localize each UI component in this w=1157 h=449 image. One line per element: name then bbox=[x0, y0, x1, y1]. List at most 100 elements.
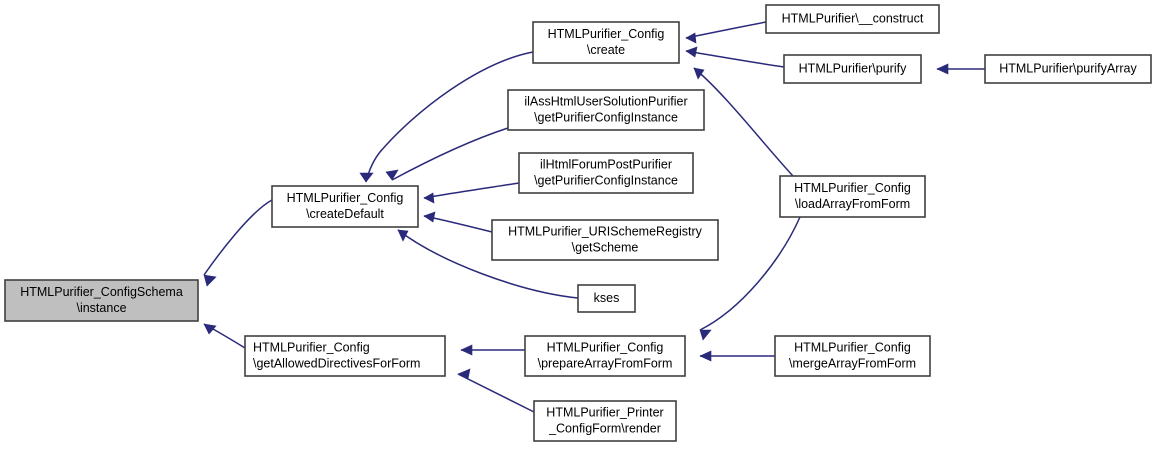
node-rect[interactable] bbox=[4, 279, 199, 322]
edge-urischemeregistry-getscheme-to-config-createdefault bbox=[423, 211, 493, 233]
edge-config-mergearrayfromform-to-config-preparearrayfromform bbox=[699, 350, 775, 362]
node-label-line: \getScheme bbox=[572, 240, 639, 254]
node-label-line: \prepareArrayFromForm bbox=[538, 356, 673, 370]
node-rect[interactable] bbox=[984, 54, 1152, 84]
arrow-head-icon bbox=[936, 63, 949, 75]
edge-line bbox=[457, 373, 535, 413]
node-label-line: \getPurifierConfigInstance bbox=[534, 110, 678, 124]
arrow-head-icon bbox=[693, 67, 705, 80]
node-config-getalloweddirectivesforform[interactable]: HTMLPurifier_Config \getAllowedDirectives… bbox=[244, 335, 446, 377]
edge-line bbox=[391, 127, 509, 181]
edge-line bbox=[423, 182, 520, 199]
arrow-head-icon bbox=[460, 344, 473, 356]
node-label-line: \mergeArrayFromForm bbox=[789, 356, 916, 370]
arrow-head-icon bbox=[685, 46, 698, 58]
arrow-head-icon bbox=[203, 323, 217, 335]
node-label-line: HTMLPurifier_Config bbox=[547, 340, 664, 354]
node-rect[interactable] bbox=[765, 4, 940, 34]
node-label-line: HTMLPurifier_Printer bbox=[546, 405, 663, 419]
node-rect[interactable] bbox=[532, 21, 680, 64]
arrow-head-icon bbox=[385, 169, 399, 181]
node-htmlpurifier-purify[interactable]: HTMLPurifier\purify bbox=[783, 54, 922, 84]
node-label-line: HTMLPurifier_Config bbox=[253, 340, 370, 354]
node-rect[interactable] bbox=[774, 335, 931, 377]
node-config-create[interactable]: HTMLPurifier_Config \create bbox=[532, 21, 680, 64]
node-rect[interactable] bbox=[518, 152, 694, 194]
node-label-line: HTMLPurifier\__construct bbox=[782, 11, 924, 25]
arrow-head-icon bbox=[359, 172, 374, 183]
node-ilass-getpurifierconfiginstance[interactable]: ilAssHtmlUserSolutionPurifier \getPurifie… bbox=[507, 89, 705, 131]
node-label-line: HTMLPurifier_URISchemeRegistry bbox=[508, 224, 703, 238]
arrow-head-icon bbox=[203, 274, 217, 287]
node-rect[interactable] bbox=[244, 335, 446, 377]
node-rect[interactable] bbox=[577, 284, 636, 313]
node-rect[interactable] bbox=[783, 54, 922, 84]
node-label-line: HTMLPurifier_Config bbox=[548, 27, 665, 41]
node-label-line: ilAssHtmlUserSolutionPurifier bbox=[524, 94, 687, 108]
node-rect[interactable] bbox=[533, 400, 677, 442]
node-label-line: HTMLPurifier_Config bbox=[287, 191, 404, 205]
node-label-line: \getAllowedDirectivesForForm bbox=[253, 356, 420, 370]
edge-line bbox=[699, 216, 801, 331]
node-rect[interactable] bbox=[491, 219, 719, 261]
edge-config-createdefault-to-configschema-instance bbox=[203, 199, 273, 287]
node-htmlpurifier-construct[interactable]: HTMLPurifier\__construct bbox=[765, 4, 940, 34]
node-kses[interactable]: kses bbox=[577, 284, 636, 313]
node-config-loadarrayfromform[interactable]: HTMLPurifier_Config \loadArrayFromForm bbox=[779, 175, 926, 218]
arrow-head-icon bbox=[423, 211, 436, 223]
node-label-line: HTMLPurifier\purify bbox=[799, 61, 907, 75]
edge-line bbox=[365, 51, 534, 183]
node-label-line: \createDefault bbox=[306, 207, 384, 221]
node-label-line: \getPurifierConfigInstance bbox=[534, 173, 678, 187]
arrow-head-icon bbox=[423, 192, 435, 204]
node-label-line: ilHtmlForumPostPurifier bbox=[540, 157, 672, 171]
arrow-head-icon bbox=[699, 329, 712, 341]
node-label-line: HTMLPurifier_ConfigSchema bbox=[20, 285, 183, 299]
node-config-createdefault[interactable]: HTMLPurifier_Config \createDefault bbox=[271, 185, 419, 228]
node-label-line: HTMLPurifier_Config bbox=[794, 181, 911, 195]
node-htmlpurifier-purifyarray[interactable]: HTMLPurifier\purifyArray bbox=[984, 54, 1152, 84]
edge-config-preparearrayfromform-to-config-getalloweddirectivesforform bbox=[460, 344, 525, 356]
node-urischemeregistry-getscheme[interactable]: HTMLPurifier_URISchemeRegistry \getScheme bbox=[491, 219, 719, 261]
edge-line bbox=[693, 67, 794, 177]
edge-config-loadarrayfromform-to-config-create bbox=[693, 67, 794, 177]
edge-line bbox=[685, 21, 767, 39]
edge-layer bbox=[203, 21, 985, 413]
edge-ilhtmlforum-getpurifierconfiginstance-to-config-createdefault bbox=[423, 182, 520, 204]
node-label-line: \loadArrayFromForm bbox=[795, 197, 910, 211]
node-ilhtmlforum-getpurifierconfiginstance[interactable]: ilHtmlForumPostPurifier \getPurifierConfi… bbox=[518, 152, 694, 194]
edge-line bbox=[203, 199, 273, 276]
node-rect[interactable] bbox=[271, 185, 419, 228]
edge-config-getalloweddirectivesforform-to-configschema-instance bbox=[203, 323, 246, 349]
edge-line bbox=[685, 50, 785, 68]
edge-htmlpurifier-construct-to-config-create bbox=[685, 21, 767, 44]
edge-line bbox=[397, 229, 579, 299]
node-label-line: _ConfigForm\render bbox=[548, 421, 661, 435]
node-config-mergearrayfromform[interactable]: HTMLPurifier_Config \mergeArrayFromForm bbox=[774, 335, 931, 377]
node-label-line: HTMLPurifier_Config bbox=[794, 340, 911, 354]
edge-config-loadarrayfromform-to-config-preparearrayfromform bbox=[699, 216, 801, 341]
arrow-head-icon bbox=[699, 350, 712, 362]
node-rect[interactable] bbox=[779, 175, 926, 218]
node-label-line: HTMLPurifier\purifyArray bbox=[999, 61, 1137, 75]
arrow-head-icon bbox=[685, 32, 697, 44]
node-printer-configform-render[interactable]: HTMLPurifier_Printer _ConfigForm\render bbox=[533, 400, 677, 442]
node-rect[interactable] bbox=[524, 335, 686, 377]
edge-kses-to-config-createdefault bbox=[397, 229, 579, 299]
edge-config-create-to-config-createdefault bbox=[359, 51, 534, 183]
edge-htmlpurifier-purifyarray-to-htmlpurifier-purify bbox=[936, 63, 985, 75]
node-label-line: kses bbox=[594, 291, 620, 305]
arrow-head-icon bbox=[397, 229, 409, 242]
node-configschema-instance[interactable]: HTMLPurifier_ConfigSchema \instance bbox=[4, 279, 199, 322]
edge-printer-configform-render-to-config-getalloweddirectivesforform bbox=[457, 368, 535, 413]
edge-line bbox=[423, 215, 493, 233]
node-rect[interactable] bbox=[507, 89, 705, 131]
arrow-head-icon bbox=[457, 368, 471, 380]
node-label-line: \instance bbox=[76, 301, 126, 315]
edge-htmlpurifier-purify-to-config-create bbox=[685, 46, 785, 68]
node-config-preparearrayfromform[interactable]: HTMLPurifier_Config \prepareArrayFromForm bbox=[524, 335, 686, 377]
edge-ilass-getpurifierconfiginstance-to-config-createdefault bbox=[385, 127, 509, 181]
node-label-line: \create bbox=[587, 43, 625, 57]
